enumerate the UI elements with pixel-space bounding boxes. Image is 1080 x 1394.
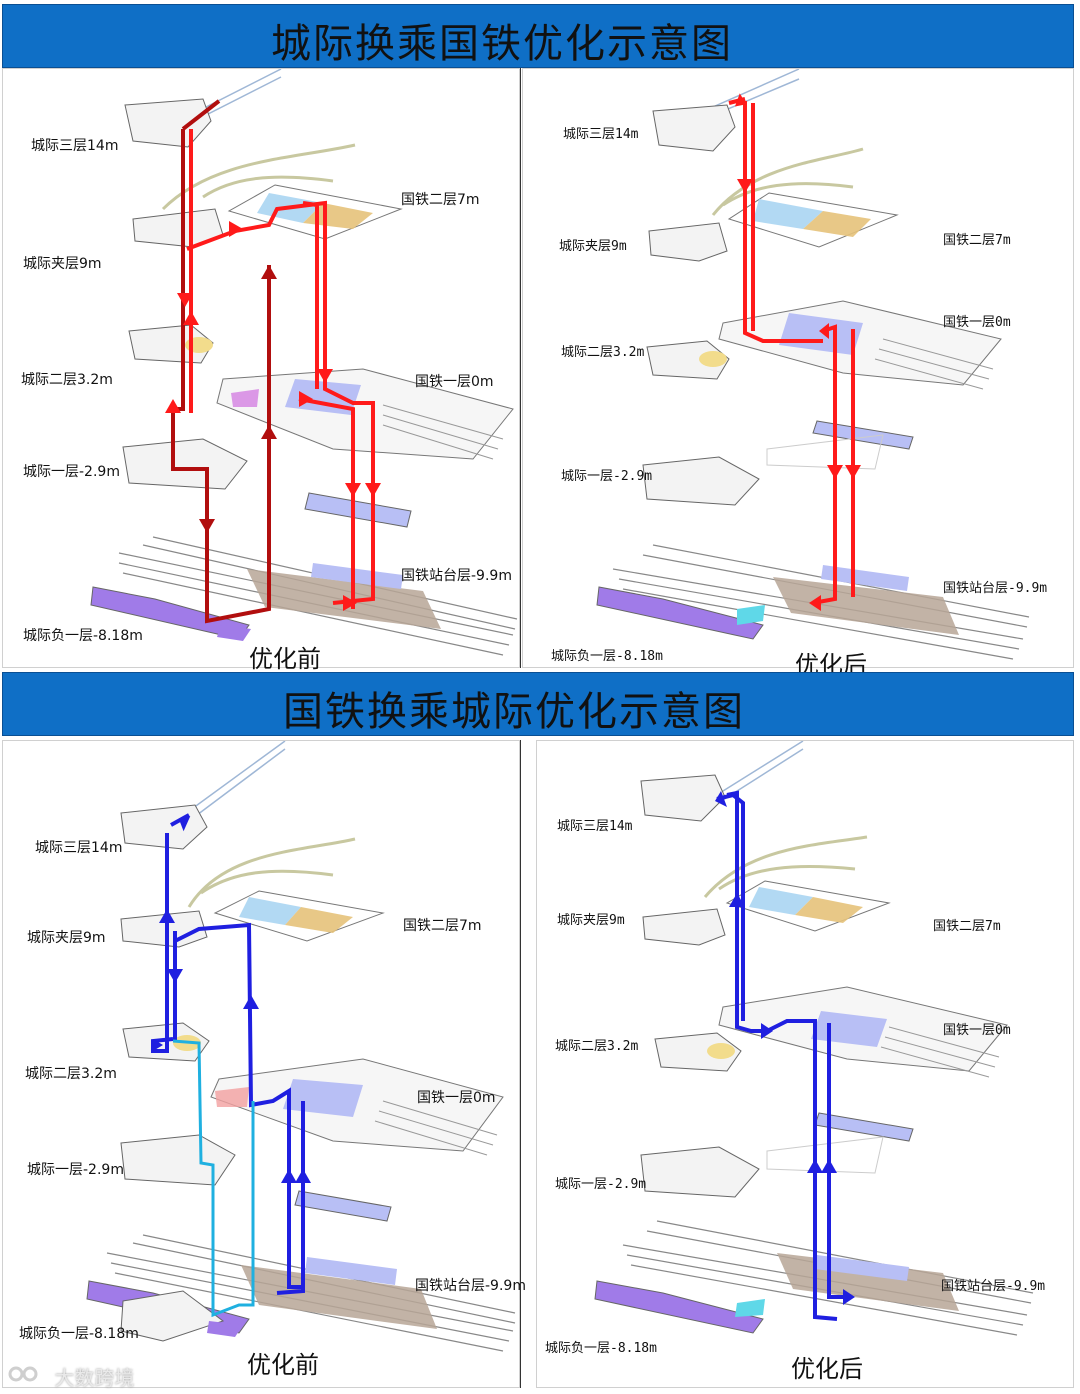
level-label-nat-platform-after: 国铁站台层-9.9m	[943, 581, 1048, 596]
panel-bottom-before: 城际三层14m 城际夹层9m 城际二层3.2m 城际一层-2.9m 城际负一层-…	[2, 740, 526, 1388]
level-label-city3-after: 城际三层14m	[563, 127, 639, 142]
level-label-city3: 城际三层14m	[31, 138, 119, 154]
level-label-city-b1-b-after: 城际负一层-8.18m	[545, 1341, 657, 1356]
caption-before-b: 优化前	[247, 1351, 319, 1379]
caption-before: 优化前	[249, 645, 321, 673]
level-label-city1: 城际一层-2.9m	[23, 464, 120, 480]
level-label-city-mezzanine-b-after: 城际夹层9m	[557, 913, 625, 928]
diagram-top-before	[90, 69, 518, 656]
level-label-city-mezzanine-after: 城际夹层9m	[559, 239, 627, 254]
level-label-nat1: 国铁一层0m	[415, 374, 494, 390]
level-label-city-b1-after: 城际负一层-8.18m	[551, 649, 663, 664]
logo-icon	[8, 1363, 48, 1390]
level-label-nat1-b-after: 国铁一层0m	[943, 1023, 1011, 1038]
level-label-city-mezzanine-b: 城际夹层9m	[27, 930, 106, 946]
level-label-city2-b-after: 城际二层3.2m	[555, 1039, 639, 1054]
watermark-text: 大数跨境	[54, 1366, 135, 1390]
level-label-city3-b-after: 城际三层14m	[557, 819, 633, 834]
divider-top	[520, 68, 521, 668]
watermark: 大数跨境	[8, 1362, 134, 1391]
banner-bottom: 国铁换乘城际优化示意图	[2, 672, 1074, 736]
level-label-nat2-b-after: 国铁二层7m	[933, 919, 1001, 934]
level-label-nat-platform-b: 国铁站台层-9.9m	[415, 1278, 526, 1294]
caption-after-b: 优化后	[791, 1355, 863, 1383]
level-label-city3-b: 城际三层14m	[35, 840, 123, 856]
diagram-bottom-after	[594, 741, 1034, 1336]
level-label-nat-platform-b-after: 国铁站台层-9.9m	[941, 1279, 1046, 1294]
level-label-nat-platform: 国铁站台层-9.9m	[401, 568, 512, 584]
diagram-top-after	[596, 69, 1030, 660]
level-label-city-mezzanine: 城际夹层9m	[23, 256, 102, 272]
banner-top: 城际换乘国铁优化示意图	[2, 4, 1074, 68]
banner-bottom-title: 国铁换乘城际优化示意图	[283, 689, 745, 735]
level-label-nat2: 国铁二层7m	[401, 192, 480, 208]
level-label-nat1-b: 国铁一层0m	[417, 1090, 496, 1106]
banner-top-title: 城际换乘国铁优化示意图	[271, 21, 733, 67]
panel-top-before: 城际三层14m 城际夹层9m 城际二层3.2m 城际一层-2.9m 城际负一层-…	[2, 68, 520, 673]
panel-top-after: 城际三层14m 城际夹层9m 城际二层3.2m 城际一层-2.9m 城际负一层-…	[522, 68, 1074, 679]
level-label-city2-b: 城际二层3.2m	[25, 1066, 117, 1082]
level-label-nat2-b: 国铁二层7m	[403, 918, 482, 934]
level-label-city1-b: 城际一层-2.9m	[27, 1162, 124, 1178]
level-label-city-b1: 城际负一层-8.18m	[23, 628, 143, 644]
panel-bottom-after: 城际三层14m 城际夹层9m 城际二层3.2m 城际一层-2.9m 城际负一层-…	[536, 740, 1074, 1388]
divider-bottom	[520, 740, 521, 1388]
level-label-city-b1-b: 城际负一层-8.18m	[19, 1326, 139, 1342]
level-label-city2: 城际二层3.2m	[21, 372, 113, 388]
level-label-city1-after: 城际一层-2.9m	[561, 469, 653, 484]
level-label-city2-after: 城际二层3.2m	[561, 345, 645, 360]
level-label-nat1-after: 国铁一层0m	[943, 315, 1011, 330]
level-label-city1-b-after: 城际一层-2.9m	[555, 1177, 647, 1192]
diagram-bottom-before	[86, 741, 516, 1352]
level-label-nat2-after: 国铁二层7m	[943, 233, 1011, 248]
